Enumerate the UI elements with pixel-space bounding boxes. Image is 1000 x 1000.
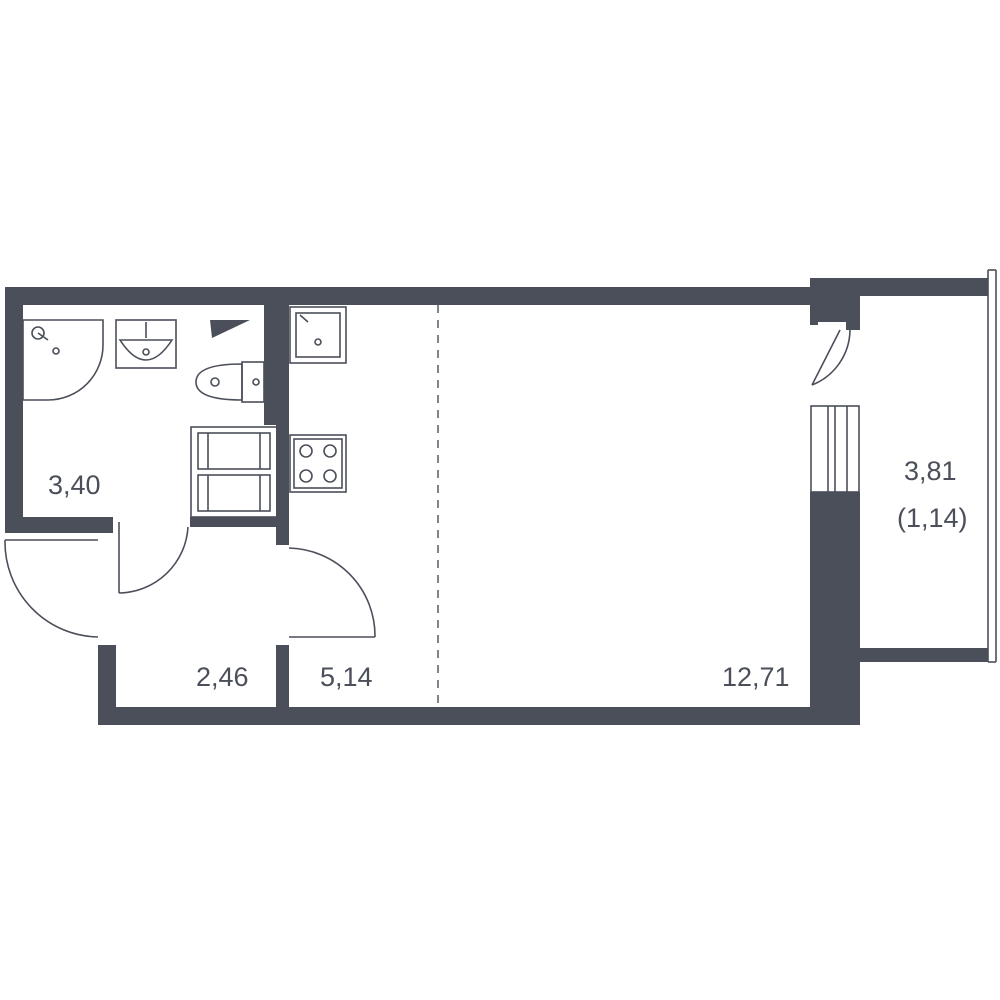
wall-bathroom-bottom bbox=[5, 517, 113, 533]
wall-balcony-bottom bbox=[860, 648, 988, 662]
living-room-area-label: 12,71 bbox=[722, 662, 790, 692]
balcony-area-label: 3,81 bbox=[904, 456, 957, 486]
wall-pier-lower bbox=[846, 320, 860, 330]
wall-pier bbox=[810, 278, 860, 322]
walls bbox=[5, 278, 988, 725]
balcony-door bbox=[811, 329, 851, 386]
entrance-door bbox=[4, 539, 99, 638]
wall-vent bbox=[210, 320, 250, 338]
bathroom-area-label: 3,40 bbox=[48, 470, 101, 500]
wall-top bbox=[5, 287, 810, 305]
washing-machine-icon bbox=[190, 426, 278, 518]
wall-left bbox=[5, 287, 23, 533]
washbasin-icon bbox=[115, 319, 177, 369]
shower-icon bbox=[22, 319, 104, 401]
wall-bottom bbox=[98, 707, 860, 725]
wall-hall-left bbox=[98, 645, 116, 725]
window-balcony bbox=[810, 405, 860, 493]
balcony-reduced-area-label: (1,14) bbox=[897, 503, 968, 533]
wall-hall-kitchen bbox=[276, 645, 289, 725]
wall-living-right bbox=[810, 492, 860, 725]
balcony-railing bbox=[987, 269, 997, 663]
toilet-icon bbox=[195, 361, 265, 403]
kitchen-sink-icon bbox=[289, 306, 347, 364]
wall-bathroom-right bbox=[264, 305, 289, 425]
wall-partition-lower bbox=[276, 425, 289, 545]
cooktop-icon bbox=[289, 434, 347, 493]
hallway-area-label: 2,46 bbox=[196, 662, 249, 692]
wall-bathroom-niche-bottom bbox=[190, 517, 289, 527]
kitchen-door bbox=[288, 547, 376, 638]
kitchen-area-label: 5,14 bbox=[320, 662, 373, 692]
wall-living-right-upper bbox=[810, 305, 818, 325]
bathroom-door bbox=[118, 522, 189, 594]
